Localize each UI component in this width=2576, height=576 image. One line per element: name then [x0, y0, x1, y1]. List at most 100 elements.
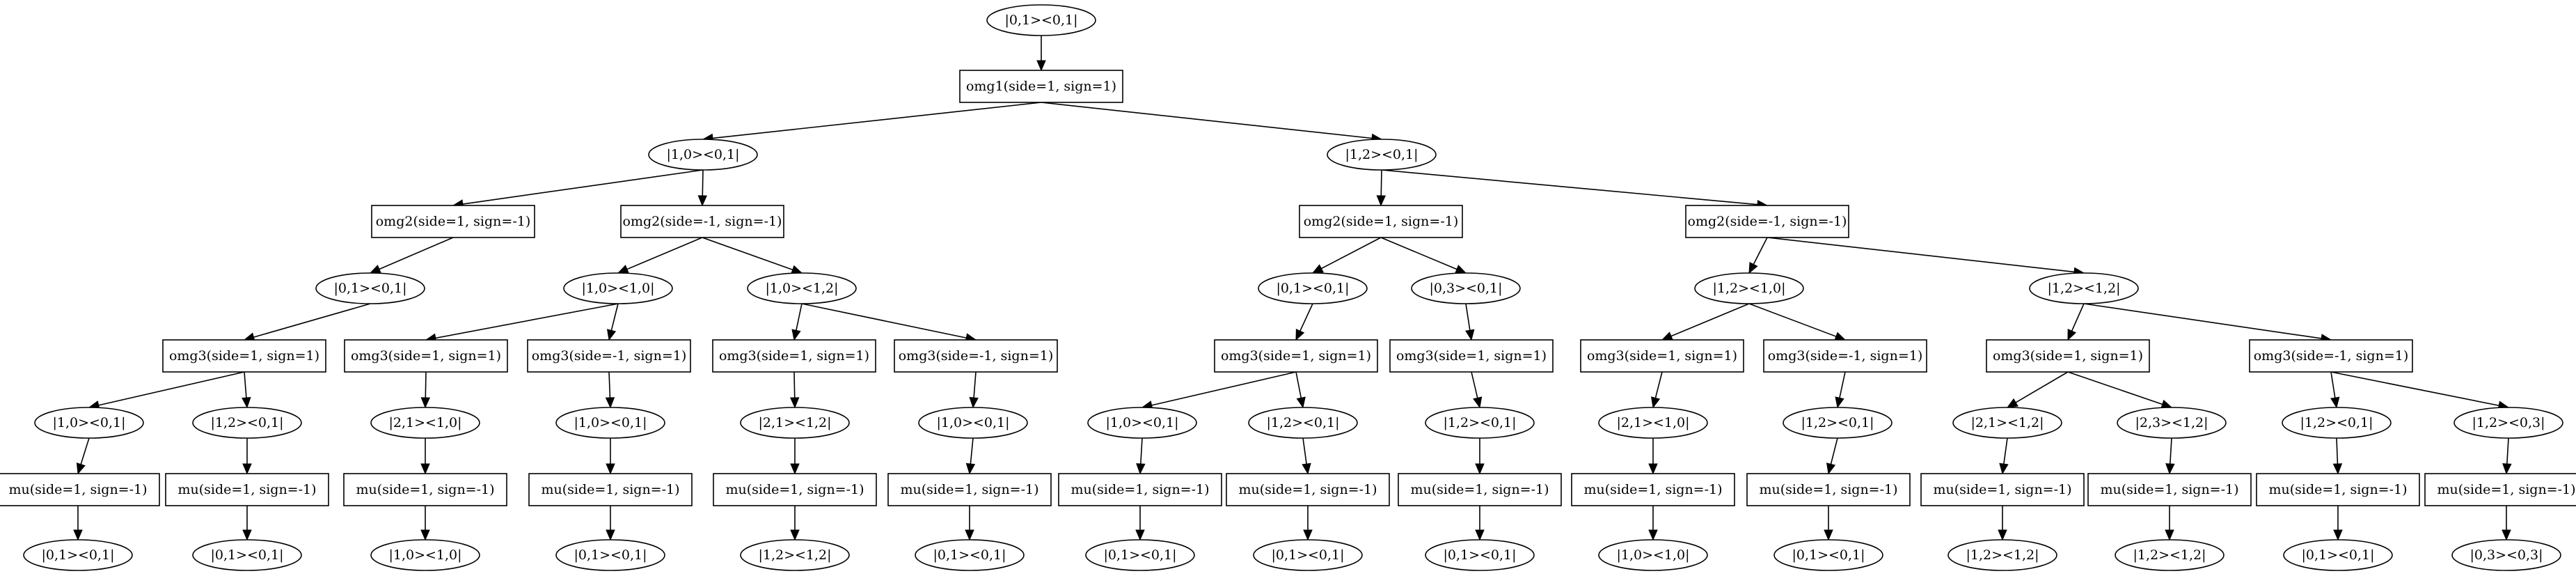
- state-ellipse: [1425, 407, 1535, 439]
- edge-sB-o2d: [1381, 169, 1769, 210]
- edge-s4f-muf: [965, 437, 976, 475]
- arrowhead: [1826, 462, 1836, 475]
- node-label: |1,2><0,1|: [2300, 415, 2373, 430]
- node-label: omg3(side=-1, sign=1): [2254, 348, 2409, 364]
- operator-box: [620, 205, 784, 238]
- node-label: |1,0><1,0|: [581, 281, 654, 296]
- arrowhead: [606, 329, 617, 341]
- state-node-s3g: |1,2><1,2|: [2029, 272, 2139, 304]
- edge-o3f-s4h: [1295, 371, 1306, 409]
- state-node-fn: |0,1><0,1|: [2283, 539, 2393, 571]
- arrowhead: [420, 529, 430, 541]
- arrowhead: [790, 529, 800, 541]
- state-node-s4n: |1,2><0,1|: [2282, 407, 2392, 439]
- node-label: mu(side=1, sign=-1): [1583, 482, 1722, 497]
- edge-mud-fd: [606, 506, 615, 541]
- state-ellipse: [648, 139, 758, 171]
- node-label: omg3(side=1, sign=1): [1396, 348, 1547, 364]
- edge-s3b-o3b: [425, 303, 619, 343]
- operator-box: [2249, 339, 2413, 373]
- node-label: |1,2><1,2|: [758, 547, 831, 563]
- operator-box: [162, 339, 326, 373]
- edge-s4g-mug: [1136, 437, 1146, 475]
- operator-box: [1226, 473, 1390, 506]
- node-label: |1,2><1,2|: [2047, 281, 2120, 296]
- operator-box: [528, 473, 693, 506]
- node-label: omg2(side=-1, sign=-1): [1688, 214, 1847, 229]
- arrowhead: [791, 329, 801, 341]
- operator-box: [1920, 473, 2085, 506]
- operator-node-muc: mu(side=1, sign=-1): [343, 473, 507, 506]
- operator-node-mug: mu(side=1, sign=-1): [1058, 473, 1222, 506]
- node-label: mu(side=1, sign=-1): [725, 482, 864, 497]
- arrowhead: [1473, 396, 1483, 409]
- state-ellipse: [1327, 139, 1437, 171]
- node-label: |1,0><0,1|: [52, 415, 125, 430]
- edge-line: [702, 237, 793, 271]
- arrowhead: [789, 397, 800, 409]
- edge-s4b-mub: [242, 438, 252, 475]
- operator-node-mue: mu(side=1, sign=-1): [713, 473, 877, 506]
- edge-mum-fm: [2165, 506, 2174, 541]
- operator-node-o3f: omg3(side=1, sign=1): [1214, 339, 1378, 373]
- operator-node-o3c: omg3(side=-1, sign=1): [527, 339, 691, 373]
- arrowhead: [1648, 463, 1658, 475]
- edge-line: [2015, 371, 2069, 403]
- operator-box: [0, 473, 160, 506]
- state-ellipse: [740, 407, 850, 439]
- operator-node-muj: mu(side=1, sign=-1): [1571, 473, 1735, 506]
- edge-s4m-mum: [2165, 437, 2175, 475]
- arrowhead: [2330, 396, 2340, 409]
- node-label: mu(side=1, sign=-1): [900, 482, 1038, 497]
- edge-line: [702, 169, 704, 196]
- state-ellipse: [1947, 539, 2057, 571]
- arrowhead: [965, 462, 976, 475]
- operator-node-mun: mu(side=1, sign=-1): [2256, 473, 2420, 506]
- node-label: omg3(side=1, sign=1): [1993, 348, 2143, 364]
- edge-o2b-s3c: [702, 237, 803, 274]
- state-node-fj: |1,0><1,0|: [1598, 539, 1708, 571]
- edge-mul-fl: [1998, 506, 2007, 541]
- state-node-fb: |0,1><0,1|: [192, 539, 302, 571]
- node-label: omg3(side=1, sign=1): [351, 348, 501, 364]
- edge-line: [801, 303, 967, 338]
- arrowhead: [606, 529, 615, 541]
- operator-node-mud: mu(side=1, sign=-1): [528, 473, 693, 506]
- arrowhead: [1648, 529, 1658, 541]
- operator-node-o2d: omg2(side=-1, sign=-1): [1685, 205, 1849, 238]
- state-ellipse: [555, 539, 665, 571]
- state-ellipse: [192, 407, 302, 439]
- node-label: |2,3><1,2|: [2135, 415, 2208, 430]
- arrowhead: [420, 397, 431, 409]
- edge-mug-fg: [1135, 506, 1145, 541]
- edge-s4c-muc: [420, 438, 430, 475]
- operator-node-o3a: omg3(side=1, sign=1): [162, 339, 326, 373]
- edge-o3j-s4l: [2006, 371, 2069, 408]
- operator-node-o2b: omg2(side=-1, sign=-1): [620, 205, 784, 238]
- arrowhead: [1661, 332, 1673, 341]
- node-label: |2,1><1,0|: [1616, 415, 1689, 430]
- operator-node-mul: mu(side=1, sign=-1): [1920, 473, 2085, 506]
- operator-box: [2256, 473, 2420, 506]
- operator-box: [343, 473, 507, 506]
- arrowhead: [1475, 529, 1485, 541]
- edge-o3h-s4j: [1651, 371, 1663, 409]
- operator-box: [1986, 339, 2150, 373]
- operator-node-o3e: omg3(side=-1, sign=1): [894, 339, 1058, 373]
- edge-o3c-s4d: [605, 371, 615, 409]
- node-label: omg3(side=1, sign=1): [1587, 348, 1737, 364]
- state-node-s4d: |1,0><0,1|: [555, 407, 665, 439]
- node-label: |0,1><0,1|: [933, 547, 1006, 563]
- edge-s3f-o3h: [1661, 303, 1750, 341]
- node-label: |0,1><0,1|: [1004, 13, 1077, 28]
- node-label: omg2(side=1, sign=-1): [1304, 214, 1459, 229]
- arrowhead: [369, 265, 381, 274]
- edge-o3a-s4a: [88, 371, 245, 410]
- arrowhead: [1998, 529, 2007, 541]
- operator-node-mua: mu(side=1, sign=-1): [0, 473, 160, 506]
- arrowhead: [1135, 529, 1145, 541]
- operator-box: [165, 473, 329, 506]
- state-ellipse: [1694, 272, 1804, 304]
- edge-line: [1830, 437, 1838, 465]
